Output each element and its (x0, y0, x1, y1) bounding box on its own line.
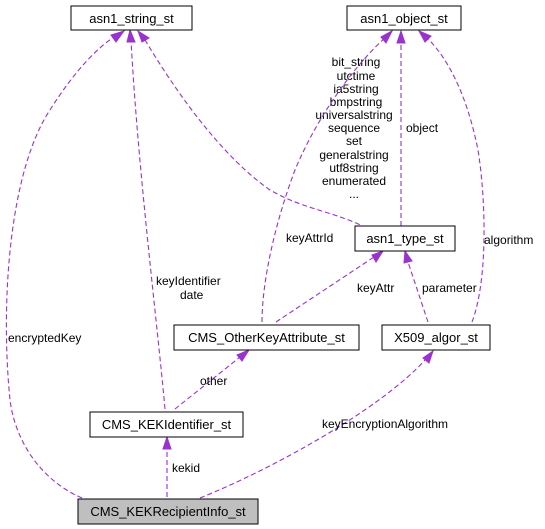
label-algorithm: algorithm (484, 233, 533, 247)
label-ia5string: ia5string (333, 82, 378, 96)
label-date: date (180, 288, 204, 302)
node-asn1-object-st-label: asn1_object_st (360, 11, 448, 26)
edge-kekid (162, 435, 172, 497)
label-enumerated: enumerated (322, 174, 386, 188)
label-bmpstring: bmpstring (330, 95, 383, 109)
node-asn1-type-st-label: asn1_type_st (366, 231, 444, 246)
label-utctime: utctime (337, 69, 376, 83)
edge-encryptedkey (5, 30, 126, 499)
label-keyattrid: keyAttrId (286, 231, 333, 245)
edge-other (174, 348, 251, 410)
label-parameter: parameter (422, 281, 477, 295)
label-generalstring: generalstring (319, 148, 388, 162)
label-other: other (200, 374, 227, 388)
node-cms-otherkeyattribute-st-label: CMS_OtherKeyAttribute_st (188, 330, 345, 345)
label-universalstring: universalstring (315, 108, 392, 122)
node-x509-algor-st[interactable]: X509_algor_st (381, 324, 491, 351)
node-asn1-type-st[interactable]: asn1_type_st (354, 225, 456, 252)
node-cms-kekrecipientinfo-st[interactable]: CMS_KEKRecipientInfo_st (77, 498, 259, 525)
node-asn1-object-st[interactable]: asn1_object_st (346, 5, 462, 31)
label-encryptedkey: encryptedKey (8, 331, 81, 345)
edge-algorithm (417, 29, 485, 323)
edge-object (396, 29, 406, 226)
edge-type-members (137, 29, 368, 229)
node-cms-otherkeyattribute-st[interactable]: CMS_OtherKeyAttribute_st (173, 324, 360, 351)
label-ellipsis: ... (349, 187, 359, 201)
label-set: set (346, 134, 363, 148)
label-keyencryptionalgorithm: keyEncryptionAlgorithm (322, 417, 448, 431)
label-keyattr: keyAttr (357, 281, 394, 295)
edge-keyattrid (261, 29, 394, 323)
label-keyidentifier: keyIdentifier (156, 274, 221, 288)
node-cms-kekrecipientinfo-st-label: CMS_KEKRecipientInfo_st (90, 504, 246, 519)
edge-parameter (403, 249, 429, 323)
label-sequence: sequence (328, 121, 380, 135)
node-cms-kekidentifier-st-label: CMS_KEKIdentifier_st (102, 417, 232, 432)
node-x509-algor-st-label: X509_algor_st (394, 330, 478, 345)
node-asn1-string-st-label: asn1_string_st (89, 11, 174, 26)
label-object: object (406, 121, 439, 135)
edge-keyencryptionalgorithm (199, 349, 434, 499)
label-utf8string: utf8string (329, 161, 378, 175)
label-bit-string: bit_string (332, 55, 381, 69)
node-cms-kekidentifier-st[interactable]: CMS_KEKIdentifier_st (89, 411, 244, 438)
edge-keyattr (275, 250, 385, 323)
label-kekid: kekid (172, 461, 200, 475)
node-asn1-string-st[interactable]: asn1_string_st (70, 5, 193, 31)
edge-keyidentifier-date (126, 28, 166, 410)
